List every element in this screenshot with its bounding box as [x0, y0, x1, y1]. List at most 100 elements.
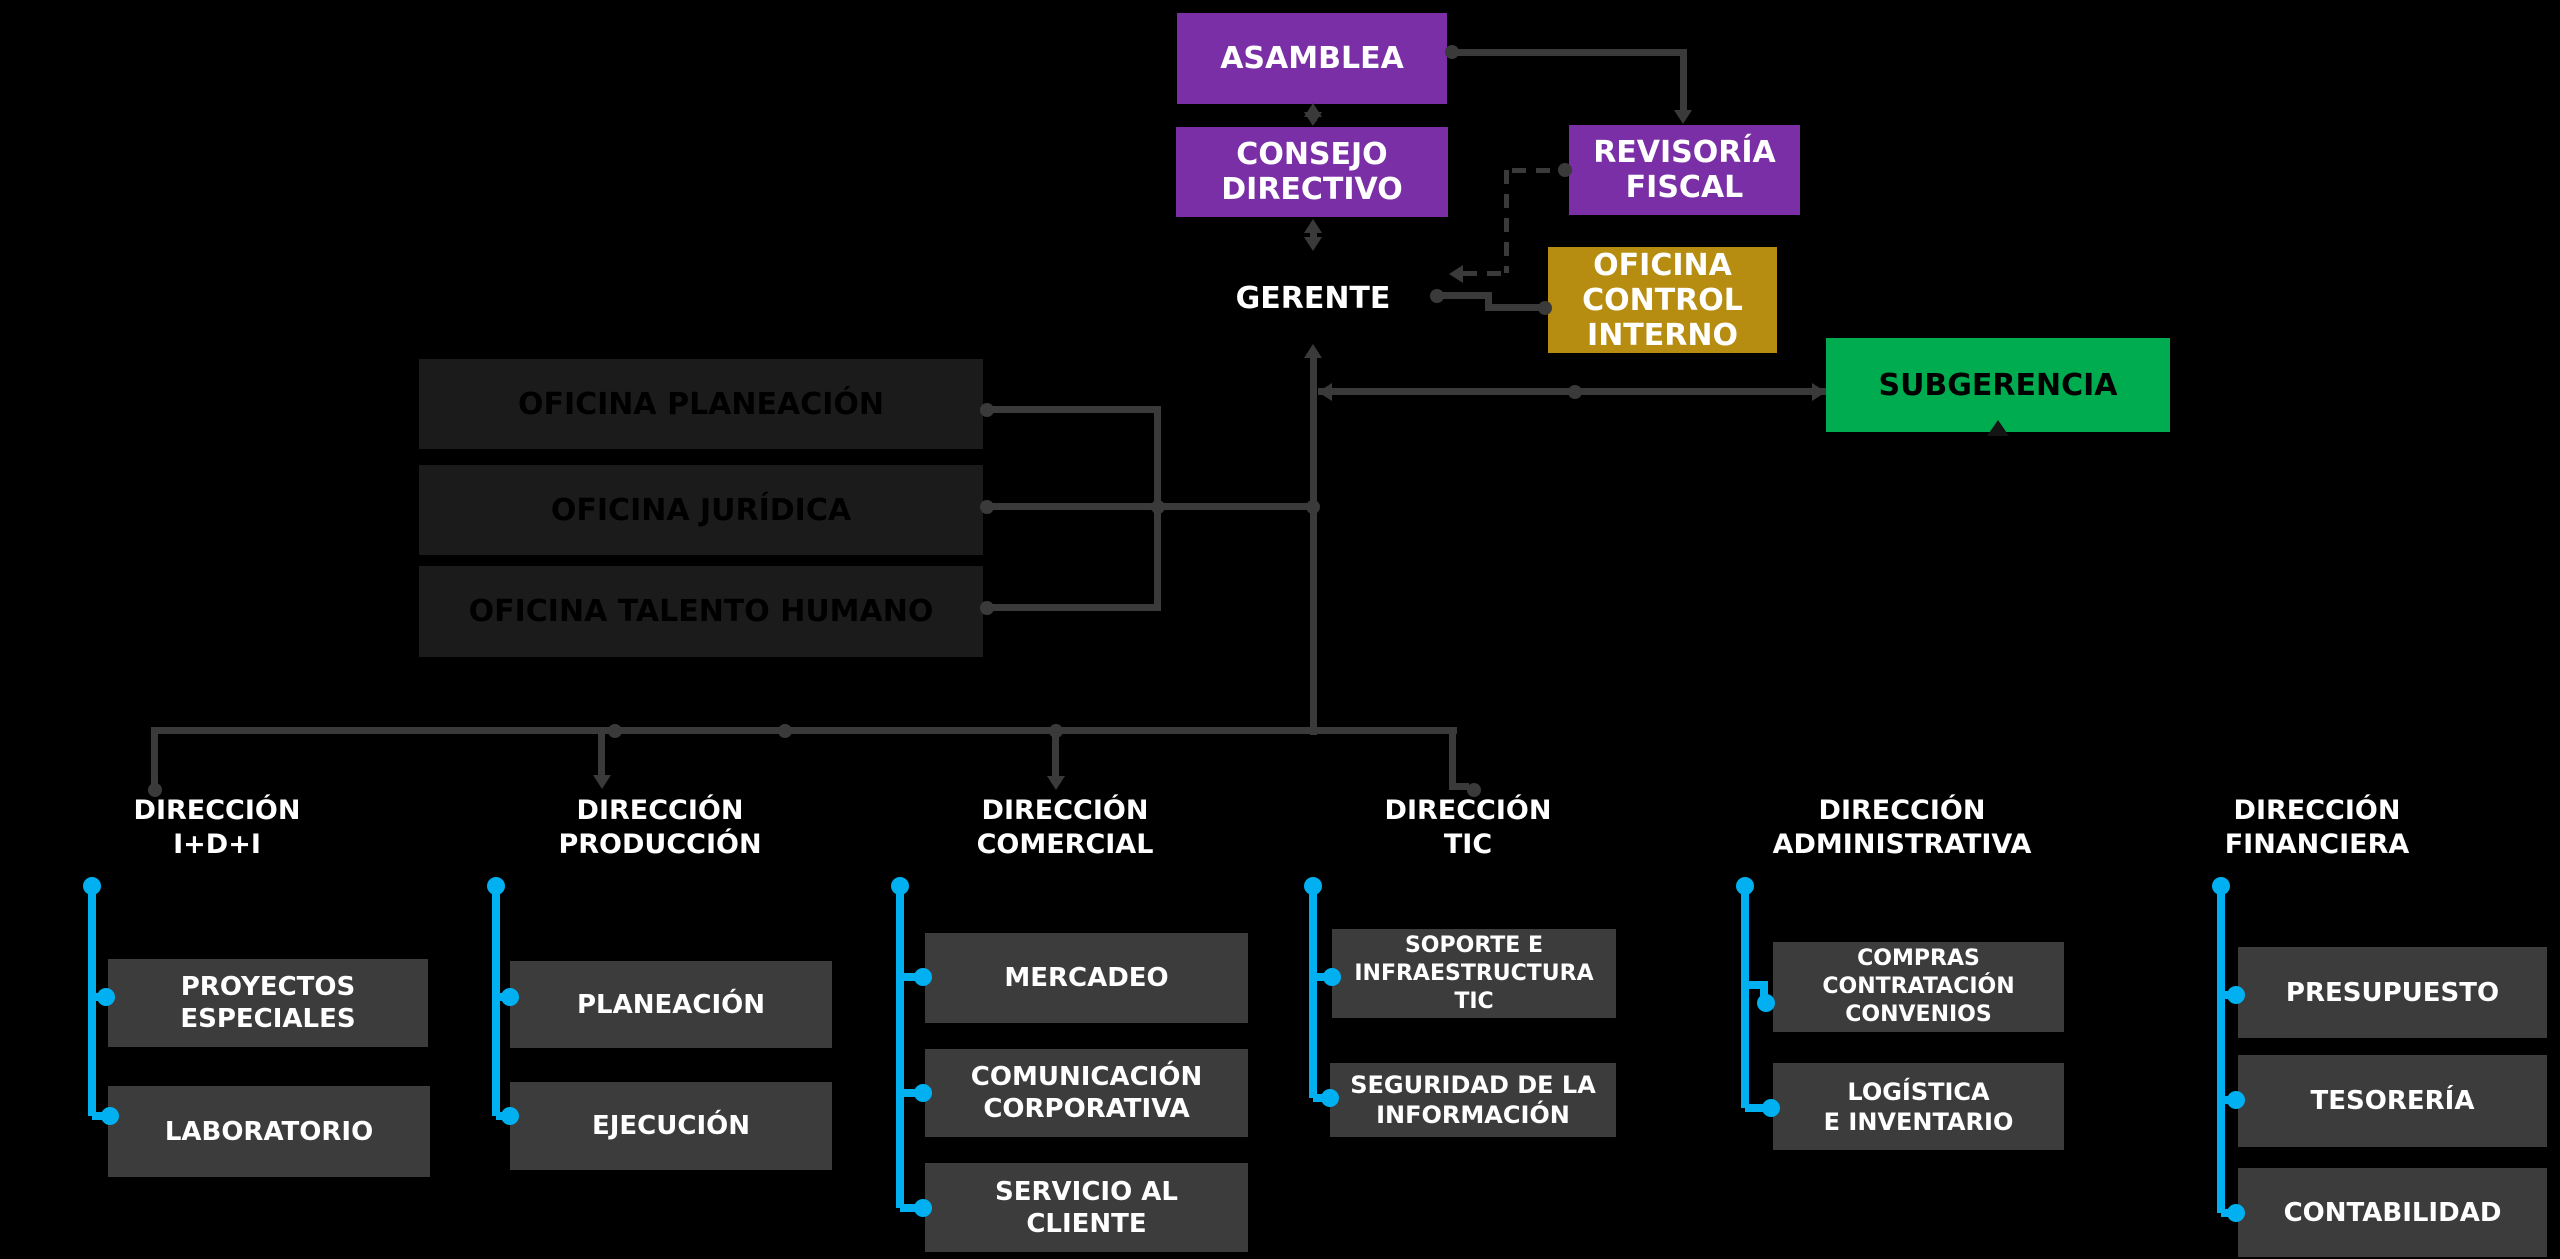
- cyan-junction-dot: [1762, 1099, 1780, 1117]
- cyan-junction-dot: [914, 968, 932, 986]
- cyan-junction-dot: [97, 988, 115, 1006]
- unit-planeacion: PLANEACIÓN: [510, 961, 832, 1048]
- node-revisoria-fiscal: REVISORÍA FISCAL: [1569, 125, 1800, 215]
- junction-dot: [1568, 385, 1582, 399]
- node-subgerencia: SUBGERENCIA: [1826, 338, 2170, 432]
- node-label: OFICINA TALENTO HUMANO: [468, 594, 934, 629]
- dashed-connector: [1512, 168, 1562, 173]
- cyan-junction-dot: [914, 1199, 932, 1217]
- node-label: COMUNICACIÓN CORPORATIVA: [970, 1062, 1203, 1124]
- connector-juridica-trunk: [983, 503, 1313, 510]
- node-label: CONTABILIDAD: [2283, 1197, 2502, 1228]
- node-label: LOGÍSTICA E INVENTARIO: [1823, 1077, 2014, 1136]
- node-label: TESORERÍA: [2310, 1086, 2475, 1116]
- node-label: REVISORÍA FISCAL: [1593, 135, 1776, 205]
- connector-asamblea-revisoria: [1452, 49, 1687, 56]
- node-label: OFICINA PLANEACIÓN: [517, 386, 885, 422]
- junction-dot: [608, 724, 622, 738]
- arrowhead-left: [1449, 265, 1463, 283]
- node-oficina-juridica: OFICINA JURÍDICA: [419, 465, 983, 555]
- junction-dot: [1538, 301, 1552, 315]
- cyan-junction-dot: [914, 1084, 932, 1102]
- node-label: EJECUCIÓN: [591, 1111, 750, 1141]
- cyan-junction-dot: [2227, 1204, 2245, 1222]
- unit-presupuesto: PRESUPUESTO: [2238, 947, 2547, 1038]
- cyan-connector-tic: [1309, 884, 1317, 1098]
- unit-logistica-inventario: LOGÍSTICA E INVENTARIO: [1773, 1063, 2064, 1150]
- cyan-connector-administrativa: [1745, 981, 1768, 989]
- node-label: OFICINA CONTROL INTERNO: [1582, 247, 1743, 353]
- cyan-junction-dot: [101, 1107, 119, 1125]
- arrowhead-down: [1304, 112, 1322, 126]
- unit-comunicacion-corporativa: COMUNICACIÓN CORPORATIVA: [925, 1049, 1248, 1137]
- connector-drop-tic: [1449, 783, 1469, 790]
- connector-drop-tic: [1449, 727, 1456, 787]
- arrowhead-down: [1674, 110, 1692, 124]
- cyan-connector-comercial: [896, 884, 904, 1208]
- unit-soporte-infraestructura-tic: SOPORTE E INFRAESTRUCTURA TIC: [1332, 929, 1616, 1018]
- cyan-connector-financiera: [2217, 884, 2225, 1213]
- node-label: MERCADEO: [1004, 963, 1169, 993]
- arrowhead-down: [593, 775, 611, 789]
- cyan-junction-dot: [2227, 986, 2245, 1004]
- cyan-junction-dot: [501, 988, 519, 1006]
- direction-header-produccion: DIRECCIÓN PRODUCCIÓN: [558, 795, 762, 860]
- cyan-junction-dot: [501, 1107, 519, 1125]
- connector-drop-produccion: [598, 731, 605, 777]
- node-asamblea: ASAMBLEA: [1177, 13, 1447, 104]
- node-label: COMPRAS CONTRATACIÓN CONVENIOS: [1822, 946, 2015, 1027]
- junction-dot: [1558, 163, 1572, 177]
- node-label: PLANEACIÓN: [576, 989, 765, 1020]
- unit-servicio-al-cliente: SERVICIO AL CLIENTE: [925, 1163, 1248, 1252]
- connector-gerente-control: [1437, 292, 1492, 299]
- unit-mercadeo: MERCADEO: [925, 933, 1248, 1023]
- node-consejo-directivo: CONSEJO DIRECTIVO: [1176, 127, 1448, 217]
- unit-compras-contratacion-convenios: COMPRAS CONTRATACIÓN CONVENIOS: [1773, 942, 2064, 1032]
- connector-talento: [983, 604, 1158, 611]
- cyan-junction-dot: [1321, 1089, 1339, 1107]
- cyan-connector-comercial: [900, 1089, 925, 1097]
- connector-trunk: [1310, 351, 1317, 735]
- node-oficina-planeacion: OFICINA PLANEACIÓN: [419, 359, 983, 449]
- connector-gerente-control: [1485, 292, 1492, 311]
- node-label: SERVICIO AL CLIENTE: [995, 1176, 1178, 1239]
- cyan-junction-dot: [1757, 994, 1775, 1012]
- dashed-connector: [1504, 170, 1509, 273]
- cyan-connector-comercial: [900, 1204, 925, 1212]
- direction-header-financiera: DIRECCIÓN FINANCIERA: [2224, 795, 2410, 860]
- junction-dot: [148, 783, 162, 797]
- arrowhead-up: [1987, 420, 2009, 436]
- connector-gerente-control: [1485, 304, 1545, 311]
- junction-dot: [1306, 500, 1320, 514]
- connector-rail: [155, 727, 1457, 734]
- unit-seguridad-informacion: SEGURIDAD DE LA INFORMACIÓN: [1330, 1063, 1616, 1137]
- node-oficina-control-interno: OFICINA CONTROL INTERNO: [1548, 247, 1777, 353]
- junction-dot: [1467, 783, 1481, 797]
- unit-proyectos-especiales: PROYECTOS ESPECIALES: [108, 959, 428, 1047]
- node-label: SEGURIDAD DE LA INFORMACIÓN: [1350, 1071, 1596, 1129]
- node-label: LABORATORIO: [164, 1116, 374, 1147]
- direction-header-tic: DIRECCIÓN TIC: [1384, 795, 1552, 860]
- junction-dot: [1151, 500, 1165, 514]
- unit-contabilidad: CONTABILIDAD: [2238, 1168, 2547, 1257]
- node-gerente: GERENTE: [1235, 281, 1391, 316]
- connector-asamblea-revisoria: [1680, 49, 1687, 112]
- unit-laboratorio: LABORATORIO: [108, 1086, 430, 1177]
- node-label: CONSEJO DIRECTIVO: [1221, 137, 1403, 207]
- cyan-junction-dot: [1323, 968, 1341, 986]
- arrowhead-right: [1812, 383, 1826, 401]
- connector-planeacion: [983, 406, 1158, 413]
- dashed-connector: [1463, 271, 1507, 276]
- node-label: OFICINA JURÍDICA: [550, 492, 852, 528]
- cyan-connector-comercial: [900, 973, 925, 981]
- unit-ejecucion: EJECUCIÓN: [510, 1082, 832, 1170]
- connector-drop-idi: [151, 727, 158, 784]
- junction-dot: [778, 724, 792, 738]
- direction-header-comercial: DIRECCIÓN COMERCIAL: [976, 795, 1154, 860]
- node-label: PROYECTOS ESPECIALES: [180, 972, 356, 1034]
- cyan-connector-administrativa: [1745, 1104, 1773, 1112]
- node-label: SUBGERENCIA: [1878, 367, 2118, 403]
- node-label: PRESUPUESTO: [2285, 977, 2500, 1008]
- node-label: SOPORTE E INFRAESTRUCTURA TIC: [1354, 932, 1594, 1014]
